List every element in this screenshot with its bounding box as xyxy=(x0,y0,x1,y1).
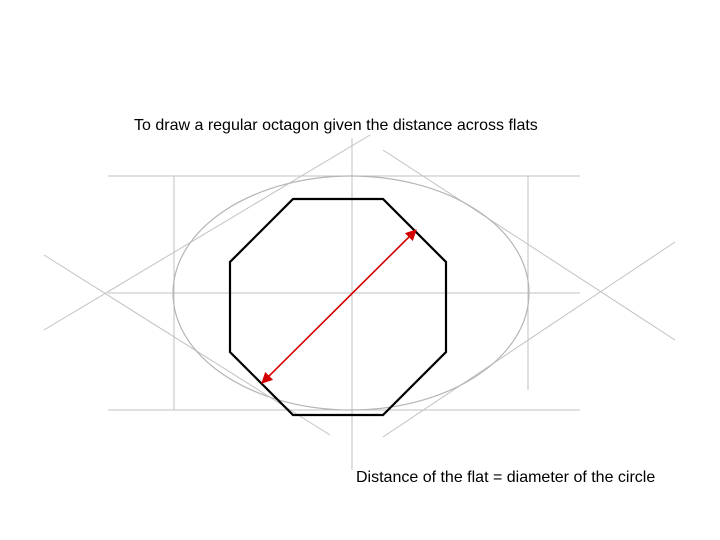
across-flats-dimension-arrow xyxy=(261,229,417,384)
octagon xyxy=(228,197,448,417)
diagonal-line-top-left xyxy=(43,134,371,331)
diagram-title: To draw a regular octagon given the dist… xyxy=(134,117,538,134)
diagonal-line-bottom-right xyxy=(382,241,676,438)
diagonal-line-top-right xyxy=(382,149,676,341)
diagram-note: Distance of the flat = diameter of the c… xyxy=(356,469,656,486)
construction-circle xyxy=(172,175,530,411)
